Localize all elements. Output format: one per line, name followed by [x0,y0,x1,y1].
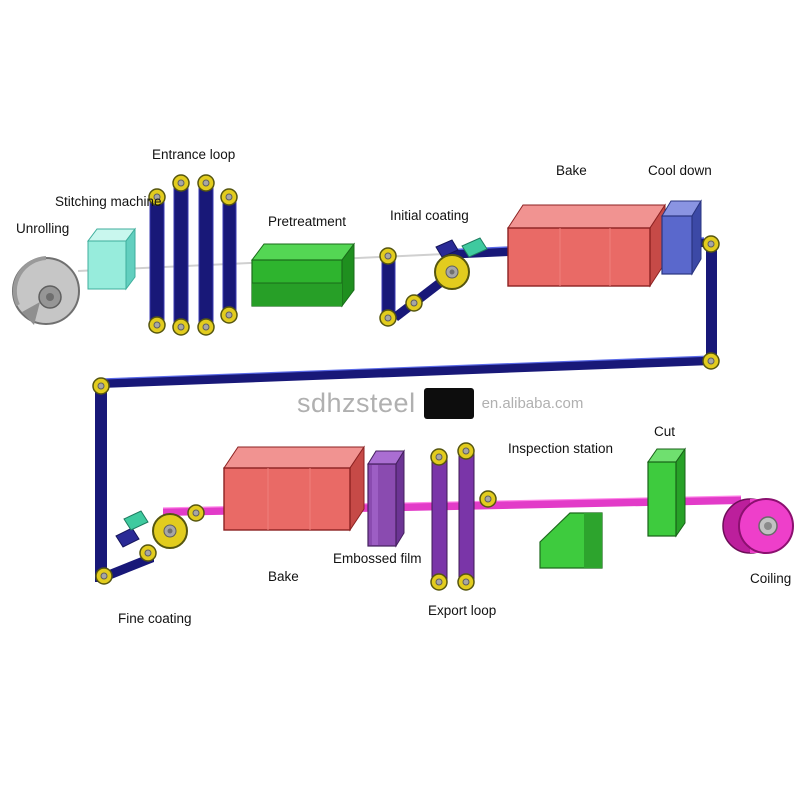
inspection-station-machine [539,512,603,569]
pretreatment-machine [251,242,355,308]
coater-disc-icon [434,254,470,290]
watermark: sdhzsteel en.alibaba.com [297,385,583,421]
coater-disc-icon [152,513,188,549]
corner-roller-icon [95,567,113,585]
corner-roller-icon [702,352,720,370]
loop-roller-icon [479,490,497,508]
corner-roller-icon [702,235,720,253]
loop-roller-icon [197,174,215,192]
loop-roller-icon [430,573,448,591]
coater-roller-icon [405,294,423,312]
label-bake-top: Bake [556,163,587,178]
loop-roller-icon [197,318,215,336]
loop-roller-icon [430,448,448,466]
unrolling-coil-machine [12,256,80,325]
export-loop-machine [430,442,497,591]
loop-roller-icon [220,188,238,206]
label-fine-coating: Fine coating [118,611,192,626]
label-bake-bottom: Bake [268,569,299,584]
label-pretreatment: Pretreatment [268,214,347,229]
bake-oven-bottom [223,445,365,532]
coater-roller-icon [139,544,157,562]
watermark-logo-box [423,387,474,419]
coater-roller-icon [379,247,397,265]
loop-roller-icon [172,318,190,336]
initial-coating-machine [379,237,488,327]
label-embossed-film: Embossed film [333,551,422,566]
label-unrolling: Unrolling [16,221,70,236]
loop-roller-icon [457,442,475,460]
label-initial-coating: Initial coating [390,208,469,223]
fine-coating-machine [115,504,205,562]
label-stitching-machine: Stitching machine [55,194,162,209]
label-export-loop: Export loop [428,603,497,618]
label-cut: Cut [654,424,676,439]
label-inspection-station: Inspection station [508,441,614,456]
watermark-brand-text: sdhzsteel [297,387,416,418]
bake-oven-top [507,203,666,288]
label-entrance-loop: Entrance loop [152,147,236,162]
label-cool-down: Cool down [648,163,712,178]
entrance-loop-machine [148,174,238,336]
coater-roller-icon [187,504,205,522]
coater-roller-icon [379,309,397,327]
coiling-machine [722,498,794,554]
corner-roller-icon [92,377,110,395]
loop-roller-icon [457,573,475,591]
embossed-film-machine [367,449,405,548]
cut-machine [647,447,686,538]
stitching-machine-box [87,227,136,291]
label-coiling: Coiling [750,571,792,586]
loop-roller-icon [148,316,166,334]
loop-roller-icon [220,306,238,324]
loop-roller-icon [172,174,190,192]
watermark-domain-text: en.alibaba.com [481,394,584,412]
cool-down-unit [661,199,702,276]
